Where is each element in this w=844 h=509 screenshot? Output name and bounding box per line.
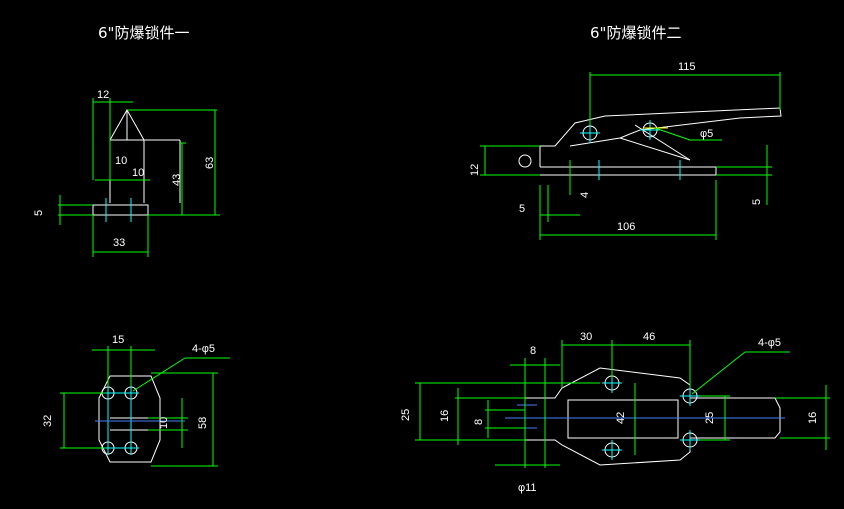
dim-4: 4 [579, 192, 591, 198]
dim-25-a: 25 [400, 409, 412, 421]
dim-12-side: 12 [469, 164, 481, 176]
dim-43: 43 [171, 174, 183, 186]
dim-16-b: 16 [807, 412, 819, 424]
dim-5-b: 5 [751, 199, 763, 205]
dim-holes-4-phi5: 4-φ5 [192, 343, 215, 355]
dim-10-b: 10 [132, 167, 144, 179]
dim-5: 5 [33, 210, 45, 216]
dim-30: 30 [580, 331, 592, 343]
dim-33: 33 [113, 237, 125, 249]
dim-32: 32 [42, 415, 54, 427]
dim-10: 10 [158, 417, 170, 429]
dim-16-a: 16 [439, 410, 451, 422]
dim-12: 12 [97, 89, 109, 101]
dim-46: 46 [643, 331, 655, 343]
dim-8-top: 8 [530, 345, 536, 357]
dim-63: 63 [204, 157, 216, 169]
title-part-two: 6"防爆锁件二 [590, 24, 681, 42]
dim-10-a: 10 [115, 155, 127, 167]
dim-8-b: 8 [473, 419, 485, 425]
dim-58: 58 [197, 417, 209, 429]
dim-42: 42 [615, 412, 627, 424]
dim-5-a: 5 [519, 203, 525, 215]
dim-phi11: φ11 [518, 482, 537, 494]
dim-106: 106 [617, 221, 635, 233]
dim-25-b: 25 [704, 412, 716, 424]
title-part-one: 6"防爆锁件一 [98, 24, 189, 42]
part1-top-view: 15 4-φ5 32 10 58 [42, 334, 230, 467]
dim-115: 115 [678, 61, 696, 73]
dim-holes-4-phi5-b: 4-φ5 [758, 337, 781, 349]
part1-side-view: 12 10 10 43 63 5 33 [33, 89, 220, 257]
part2-top-view: 8 30 46 4-φ5 25 16 8 42 25 16 φ11 [400, 331, 830, 494]
part2-side-view: 115 φ5 12 4 5 5 106 [469, 61, 782, 240]
dim-phi5: φ5 [700, 128, 713, 140]
dim-15: 15 [112, 334, 124, 346]
